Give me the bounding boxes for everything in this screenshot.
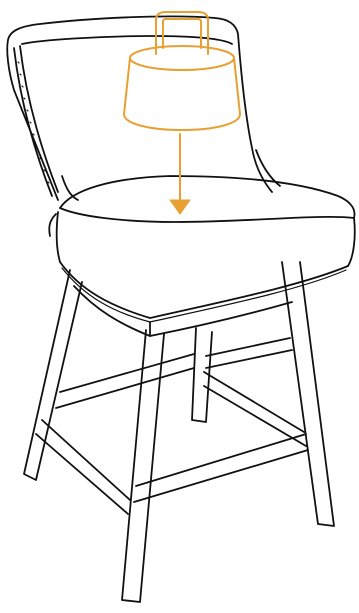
- stool-apron: [73, 285, 293, 337]
- weight-handle-inner: [162, 18, 202, 49]
- bar-stool-drawing: [6, 15, 356, 603]
- weight-handle: [155, 11, 209, 55]
- stool-legs: [23, 261, 335, 603]
- weight-icon: [123, 11, 241, 201]
- stool-seat: [48, 175, 356, 323]
- stool-stretchers: [35, 337, 309, 515]
- stool-backrest: [6, 15, 281, 201]
- weight-body: [123, 57, 241, 131]
- weight-top-rim: [129, 45, 235, 71]
- down-arrow-icon: [169, 199, 191, 215]
